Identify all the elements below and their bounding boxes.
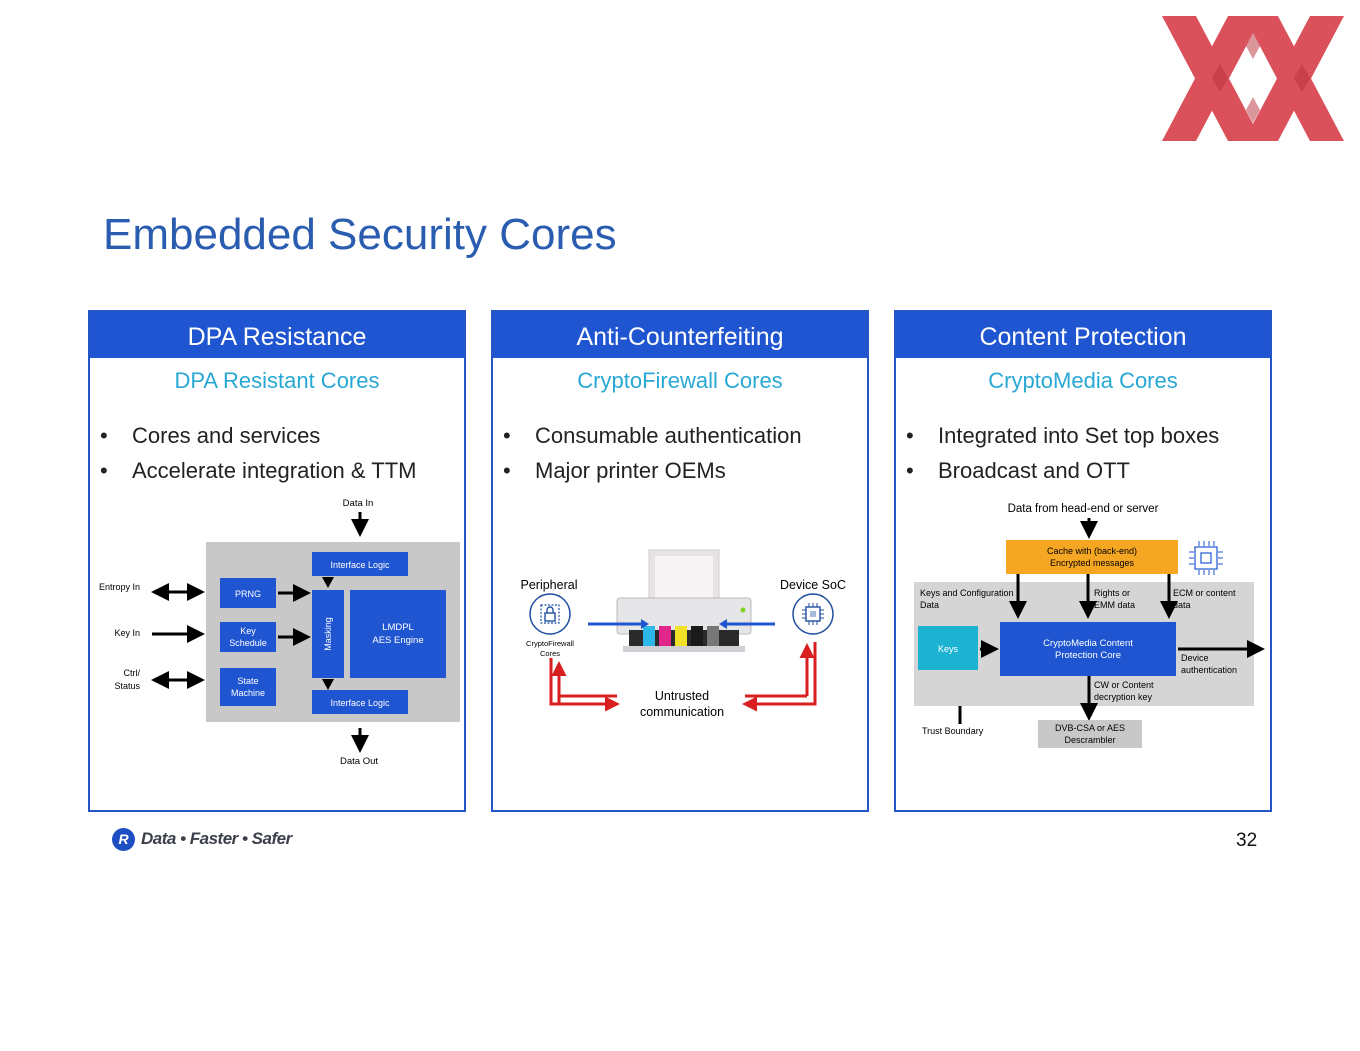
key-in-label: Key In (114, 628, 140, 638)
masking-label: Masking (323, 617, 333, 651)
ecm-label-2: data (1173, 600, 1191, 610)
lmdpl-block (350, 590, 446, 678)
keys-config-label-2: Data (920, 600, 939, 610)
chip-icon (1189, 541, 1223, 575)
rights-label-1: Rights or (1094, 588, 1130, 598)
lmdpl-label-1: LMDPL (382, 622, 414, 633)
ctrl-label-2: Status (114, 681, 140, 691)
bullet-list: •Consumable authentication •Major printe… (503, 418, 802, 488)
state-machine-label-2: Machine (231, 688, 265, 698)
interface-logic-top-label: Interface Logic (330, 560, 390, 570)
panel-anti-counterfeiting: Anti-Counterfeiting CryptoFirewall Cores… (491, 310, 869, 812)
list-item: •Integrated into Set top boxes (906, 422, 1220, 448)
brand-tagline: Data • Faster • Safer (141, 829, 292, 848)
data-in-label: Data In (343, 498, 374, 509)
list-item: •Major printer OEMs (503, 457, 726, 483)
bullet-list: •Integrated into Set top boxes •Broadcas… (906, 418, 1219, 488)
brand-logo-icon: R (112, 827, 135, 851)
panel-subheading: CryptoFirewall Cores (577, 368, 783, 393)
cryptomedia-core-block (1000, 622, 1176, 676)
printer-icon (616, 549, 752, 652)
cache-block (1006, 540, 1178, 574)
ctrl-label-1: Ctrl/ (124, 668, 141, 678)
interface-logic-bottom (312, 690, 408, 714)
cryptofirewall-label-1: CryptoFirewall (526, 639, 574, 648)
keys-config-label-1: Keys and Configuration (920, 588, 1014, 598)
keys-label: Keys (938, 644, 959, 654)
panel-subheading: DPA Resistant Cores (174, 368, 380, 393)
descrambler-block (1038, 720, 1142, 748)
footer-brand: R Data • Faster • Safer (112, 826, 292, 852)
list-item: •Accelerate integration & TTM (100, 457, 417, 483)
interface-logic-bottom-label: Interface Logic (330, 698, 390, 708)
ecm-label-1: ECM or content (1173, 588, 1236, 598)
page-title: Embedded Security Cores (103, 210, 617, 259)
list-item: •Consumable authentication (503, 422, 802, 448)
descrambler-label-2: Descrambler (1064, 735, 1115, 745)
core-label-1: CryptoMedia Content (1043, 638, 1133, 649)
list-item: •Broadcast and OTT (906, 457, 1130, 483)
state-machine-block (220, 668, 276, 706)
bullet-list: •Cores and services •Accelerate integrat… (100, 418, 417, 488)
lmdpl-label-2: AES Engine (372, 635, 423, 646)
cryptofirewall-label-2: Cores (540, 649, 560, 658)
keys-block (918, 626, 978, 670)
device-auth-label-2: authentication (1181, 665, 1237, 675)
panel-heading: DPA Resistance (90, 312, 464, 358)
list-item: •Cores and services (100, 422, 321, 448)
page-number: 32 (1236, 830, 1258, 851)
device-auth-label-1: Device (1181, 653, 1209, 663)
data-out-label: Data Out (340, 756, 378, 767)
device-soc-label: Device SoC (780, 578, 846, 592)
key-schedule-label-1: Key (240, 626, 256, 636)
panel-dpa-resistance: DPA Resistance DPA Resistant Cores •Core… (88, 310, 466, 812)
content-protection-diagram: Data from head-end or server Cache with … (914, 503, 1265, 748)
panel-subheading: CryptoMedia Cores (988, 368, 1178, 393)
panel-heading: Content Protection (896, 312, 1270, 358)
prng-block (220, 578, 276, 608)
cw-label-1: CW or Content (1094, 680, 1154, 690)
chip-icon (792, 593, 834, 635)
untrusted-label-2: communication (640, 705, 724, 719)
cw-label-2: decryption key (1094, 692, 1153, 702)
rights-label-2: EMM data (1094, 600, 1135, 610)
anti-counterfeit-diagram: Peripheral Device SoC CryptoFirewall Cor… (521, 549, 846, 719)
state-machine-label-1: State (237, 676, 258, 686)
interface-logic-top (312, 552, 408, 576)
dpa-block-diagram: Data In Interface Logic Interface Logic … (99, 498, 460, 767)
key-schedule-label-2: Schedule (229, 638, 267, 648)
descrambler-label-1: DVB-CSA or AES (1055, 723, 1125, 733)
xx-logo (1162, 16, 1344, 141)
peripheral-label: Peripheral (521, 578, 578, 592)
data-from-label: Data from head-end or server (1008, 503, 1159, 515)
entropy-in-label: Entropy In (99, 582, 140, 592)
prng-label: PRNG (235, 589, 261, 599)
cache-label-1: Cache with (back-end) (1047, 546, 1137, 556)
panel-heading: Anti-Counterfeiting (493, 312, 867, 358)
lock-chip-icon (529, 593, 571, 635)
trust-boundary-label: Trust Boundary (922, 726, 984, 736)
untrusted-label-1: Untrusted (655, 689, 709, 703)
core-label-2: Protection Core (1055, 650, 1121, 661)
panel-content-protection: Content Protection CryptoMedia Cores •In… (894, 310, 1272, 812)
key-schedule-block (220, 622, 276, 652)
masking-block (312, 590, 344, 678)
cache-label-2: Encrypted messages (1050, 558, 1135, 568)
